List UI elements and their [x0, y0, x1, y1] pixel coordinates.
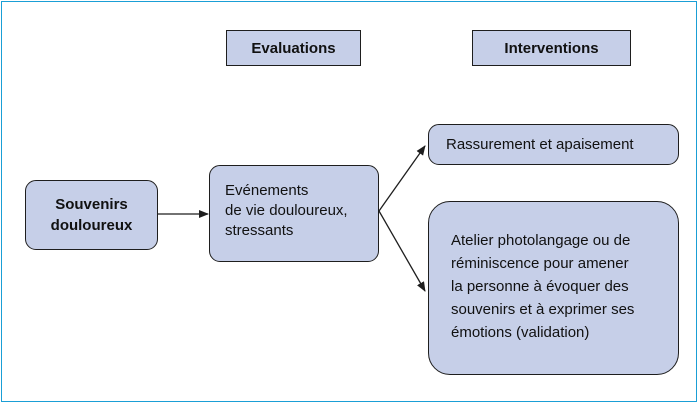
rassurement-node: Rassurement et apaisement: [428, 124, 679, 165]
souvenirs-line-2: douloureux: [50, 217, 133, 234]
evenements-line-1: Evénements: [225, 182, 309, 199]
atelier-line-4: souvenirs et à exprimer ses: [451, 301, 635, 318]
evaluations-header-label: Evaluations: [251, 39, 336, 57]
atelier-line-2: réminiscence pour amener: [451, 255, 629, 272]
souvenirs-line-1: Souvenirs: [55, 196, 128, 213]
rassurement-label: Rassurement et apaisement: [446, 136, 634, 153]
souvenirs-douloureux-node: Souvenirs douloureux: [25, 180, 158, 250]
evenements-line-3: stressants: [225, 222, 294, 239]
interventions-header-label: Interventions: [504, 39, 599, 57]
evaluations-header: Evaluations: [226, 30, 361, 66]
atelier-line-5: émotions (validation): [451, 324, 590, 341]
evenements-line-2: de vie douloureux,: [225, 202, 348, 219]
atelier-line-1: Atelier photolangage ou de: [451, 232, 631, 249]
evenements-node: Evénements de vie douloureux, stressants: [209, 165, 379, 262]
atelier-node: Atelier photolangage ou de réminiscence …: [428, 201, 679, 375]
atelier-line-3: la personne à évoquer des: [451, 278, 629, 295]
interventions-header: Interventions: [472, 30, 631, 66]
